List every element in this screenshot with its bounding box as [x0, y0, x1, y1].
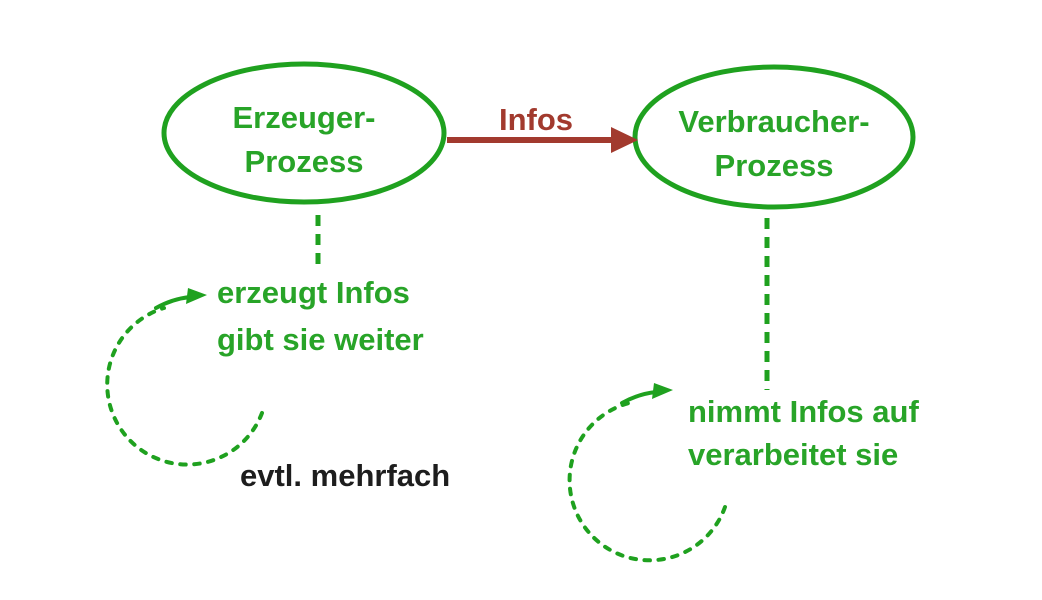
producer-process-ellipse — [161, 61, 447, 205]
producer-loop-swoosh — [154, 295, 192, 310]
consumer-note-line1: nimmt Infos auf — [688, 394, 919, 429]
consumer-loop-swoosh — [620, 390, 658, 405]
producer-note-line2: gibt sie weiter — [217, 322, 424, 357]
producer-loop-arc — [105, 306, 264, 467]
producer-self-loop-arrow-icon — [105, 288, 264, 467]
consumer-self-loop-arrow-icon — [567, 383, 727, 563]
producer-process-label-line2: Prozess — [245, 144, 364, 179]
consumer-note-line2: verarbeitet sie — [688, 437, 898, 472]
consumer-process-label-line2: Prozess — [715, 148, 834, 183]
consumer-loop-arc — [567, 401, 727, 563]
consumer-loop-arrowhead-icon — [652, 383, 673, 399]
producer-process-label-line1: Erzeuger- — [233, 100, 376, 135]
producer-note-line1: erzeugt Infos — [217, 275, 410, 310]
consumer-process-label-line1: Verbraucher- — [678, 104, 869, 139]
repeat-annotation: evtl. mehrfach — [240, 458, 450, 493]
consumer-process-ellipse — [632, 64, 916, 210]
infos-arrow-head-icon — [611, 127, 638, 153]
producer-loop-arrowhead-icon — [186, 288, 207, 304]
infos-arrow-label: Infos — [499, 102, 573, 137]
